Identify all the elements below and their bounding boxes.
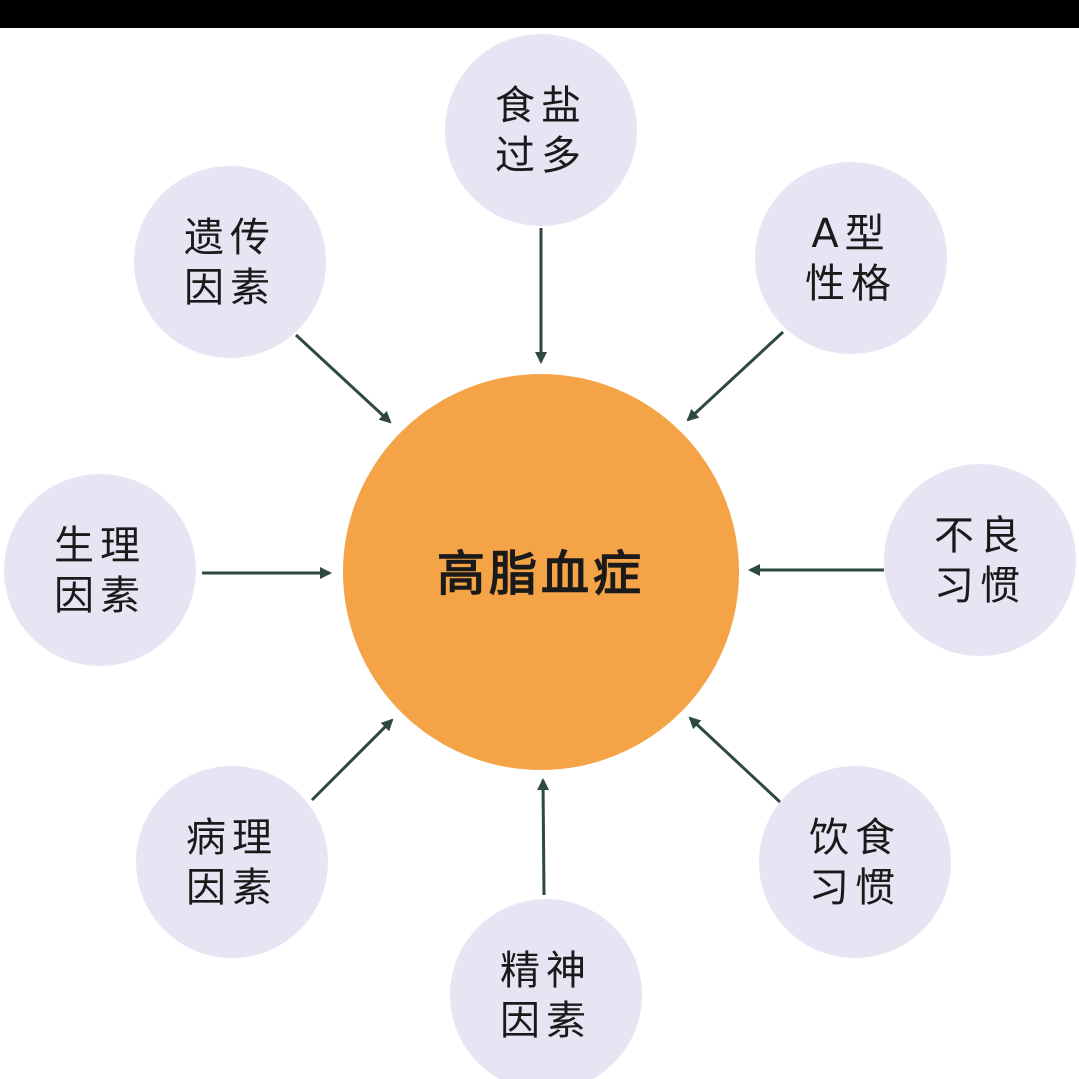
node-label-mental-2: 因素 bbox=[500, 998, 592, 1044]
node-label-salt-2: 过多 bbox=[495, 133, 587, 179]
node-label-pathological-1: 病理 bbox=[186, 815, 278, 861]
node-circle-physiological bbox=[4, 474, 196, 666]
node-label-salt-1: 食盐 bbox=[495, 83, 587, 129]
node-circle-mental bbox=[450, 899, 642, 1079]
node-label-genetic-2: 因素 bbox=[184, 265, 276, 311]
arrow-pathological bbox=[310, 718, 394, 802]
node-label-personality-1: A型 bbox=[811, 211, 890, 257]
node-label-physiological-2: 因素 bbox=[54, 573, 146, 619]
arrows-group bbox=[202, 228, 884, 896]
node-circle-genetic bbox=[134, 166, 326, 358]
node-label-personality-2: 性格 bbox=[805, 261, 897, 307]
node-label-physiological-1: 生理 bbox=[54, 523, 146, 569]
node-circle-salt bbox=[445, 34, 637, 226]
node-circle-bad-habits bbox=[884, 464, 1076, 656]
node-label-genetic-1: 遗传 bbox=[184, 215, 276, 261]
node-label-diet-habits-2: 习惯 bbox=[809, 865, 901, 911]
center-node: 高脂血症 bbox=[343, 374, 739, 770]
arrow-personality bbox=[686, 330, 785, 422]
node-label-pathological-2: 因素 bbox=[186, 865, 278, 911]
arrow-mental bbox=[537, 778, 550, 896]
node-circle-pathological bbox=[136, 766, 328, 958]
center-circle bbox=[343, 374, 739, 770]
arrow-diet-habits bbox=[688, 716, 782, 804]
node-label-diet-habits-1: 饮食 bbox=[809, 815, 901, 861]
arrow-genetic bbox=[294, 333, 392, 424]
node-label-bad-habits-1: 不良 bbox=[934, 513, 1026, 559]
node-label-bad-habits-2: 习惯 bbox=[934, 563, 1026, 609]
center-label: 高脂血症 bbox=[437, 546, 645, 602]
node-label-mental-1: 精神 bbox=[500, 948, 592, 994]
node-circle-personality bbox=[755, 162, 947, 354]
top-black-bar bbox=[0, 0, 1079, 28]
node-circle-diet-habits bbox=[759, 766, 951, 958]
